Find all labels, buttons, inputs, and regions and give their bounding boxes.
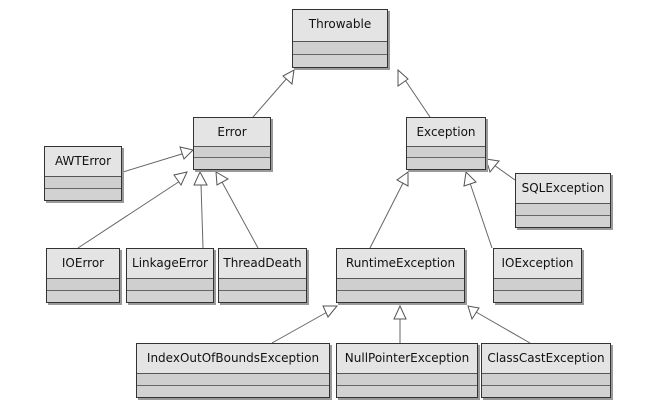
edge-linkageerror-error — [200, 183, 204, 249]
attributes-compartment — [127, 279, 213, 291]
attributes-compartment — [45, 177, 121, 189]
class-ioerror: IOError — [46, 248, 120, 303]
class-name-label: IOError — [47, 249, 119, 280]
attributes-compartment — [219, 279, 306, 291]
class-name-label: Throwable — [293, 10, 387, 43]
class-linkageerror: LinkageError — [126, 248, 214, 303]
arrowhead-throwable-right — [397, 68, 409, 87]
arrowhead-throwable-left — [282, 69, 295, 85]
arrowhead-exception-from-runtime — [396, 171, 409, 187]
class-name-label: ClassCastException — [482, 344, 610, 375]
attributes-compartment — [337, 374, 477, 386]
class-throwable: Throwable — [292, 9, 388, 68]
attributes-compartment — [137, 374, 329, 386]
class-exception: Exception — [406, 117, 486, 170]
edge-classcast-runtime — [475, 311, 531, 344]
edge-sqlexception-exception — [493, 164, 516, 181]
attributes-compartment — [407, 147, 485, 159]
arrowhead-exception-from-ioexception — [463, 170, 477, 187]
edge-awterror-error — [122, 152, 186, 173]
class-sqlexception: SQLException — [515, 173, 611, 228]
class-threaddeath: ThreadDeath — [218, 248, 307, 303]
arrowhead-error-from-threaddeath — [215, 171, 230, 186]
class-name-label: RuntimeException — [337, 249, 464, 280]
edge-indexoutofbounds-runtime — [271, 310, 330, 344]
attributes-compartment — [47, 279, 119, 291]
class-indexoutofboundsexception: IndexOutOfBoundsException — [136, 343, 330, 398]
arrowhead-error-from-linkageerror — [193, 170, 208, 186]
edge-ioexception-exception — [469, 182, 493, 249]
edge-error-throwable — [252, 76, 289, 118]
arrowhead-runtime-from-indexoutofbounds — [322, 305, 339, 318]
class-awterror: AWTError — [44, 146, 122, 201]
class-name-label: NullPointerException — [337, 344, 477, 375]
class-ioexception: IOException — [493, 248, 582, 303]
arrowhead-exception-from-sqlexception — [485, 158, 500, 174]
edge-threaddeath-error — [221, 181, 259, 249]
class-name-label: LinkageError — [127, 249, 213, 280]
class-name-label: ThreadDeath — [219, 249, 306, 280]
edge-ioerror-error — [77, 180, 181, 249]
attributes-compartment — [194, 147, 270, 159]
class-name-label: SQLException — [516, 174, 610, 205]
class-classcastexception: ClassCastException — [481, 343, 611, 398]
class-name-label: AWTError — [45, 147, 121, 178]
arrowhead-error-from-awterror — [179, 146, 194, 160]
class-name-label: IOException — [494, 249, 581, 280]
class-nullpointerexception: NullPointerException — [336, 343, 478, 398]
attributes-compartment — [516, 204, 610, 216]
class-name-label: IndexOutOfBoundsException — [137, 344, 329, 375]
class-name-label: Error — [194, 118, 270, 148]
attributes-compartment — [494, 279, 581, 291]
arrowhead-runtime-from-nullpointer — [393, 304, 407, 320]
arrowhead-error-from-ioerror — [173, 171, 188, 186]
attributes-compartment — [293, 42, 387, 55]
edge-runtimeexception-exception — [369, 182, 404, 249]
class-name-label: Exception — [407, 118, 485, 148]
class-error: Error — [193, 117, 271, 170]
class-runtimeexception: RuntimeException — [336, 248, 465, 303]
attributes-compartment — [337, 279, 464, 291]
attributes-compartment — [482, 374, 610, 386]
edge-exception-throwable — [402, 76, 431, 118]
arrowhead-runtime-from-classcast — [467, 305, 480, 321]
